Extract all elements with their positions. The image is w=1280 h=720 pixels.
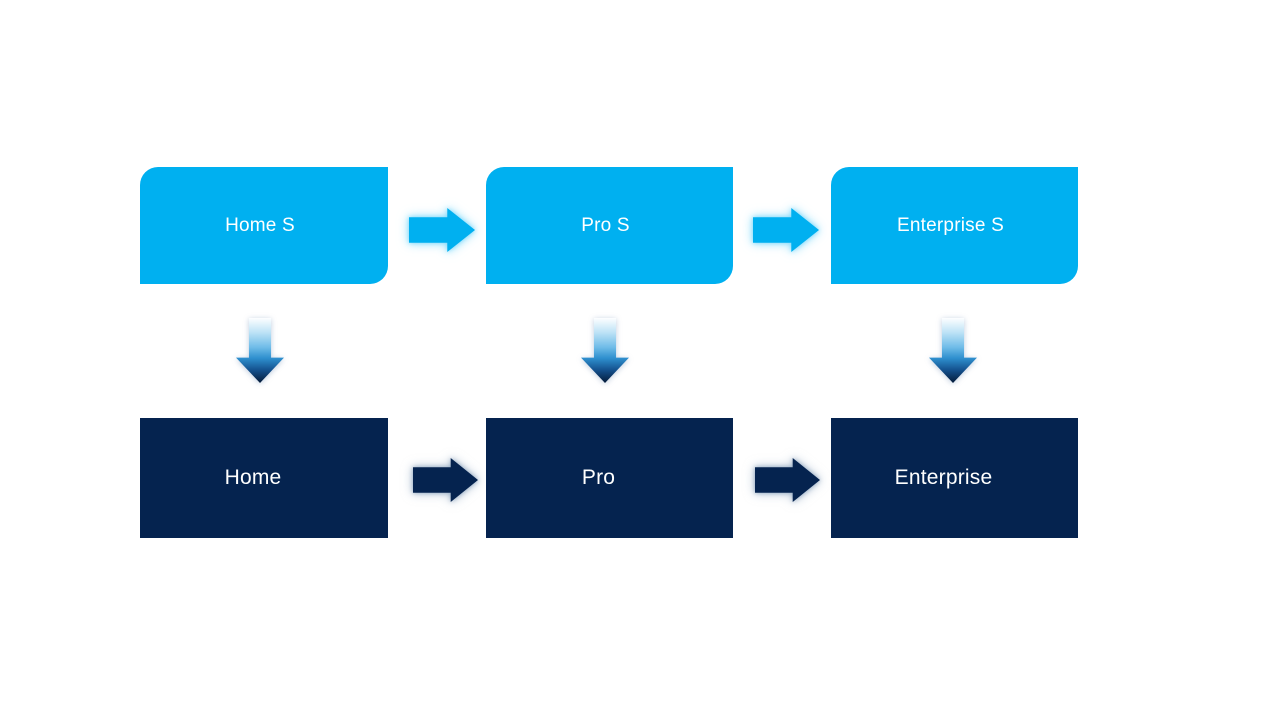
right-arrow-icon <box>753 208 819 252</box>
bottom-box-home-label: Home <box>224 466 282 489</box>
top-box-pro-s: Pro S <box>486 167 733 284</box>
bottom-box-enterprise: Enterprise <box>831 418 1078 538</box>
down-arrow-shape <box>236 318 284 383</box>
top-box-pro-s-label: Pro S <box>581 214 630 236</box>
down-arrow-icon <box>236 318 284 383</box>
right-arrow-icon <box>409 208 475 252</box>
top-box-enterprise-s-label: Enterprise S <box>897 214 1004 236</box>
bottom-box-home: Home <box>140 418 388 538</box>
right-arrow-icon <box>413 458 478 502</box>
right-arrow-shape <box>409 208 475 252</box>
bottom-box-enterprise-label: Enterprise <box>894 466 993 489</box>
right-arrow-shape <box>753 208 819 252</box>
down-arrow-shape <box>581 318 629 383</box>
bottom-box-pro-label: Pro <box>581 466 616 489</box>
right-arrow-shape <box>755 458 820 502</box>
right-arrow-icon <box>755 458 820 502</box>
bottom-box-pro: Pro <box>486 418 733 538</box>
down-arrow-icon <box>581 318 629 383</box>
top-box-enterprise-s: Enterprise S <box>831 167 1078 284</box>
down-arrow-icon <box>929 318 977 383</box>
top-box-home-s: Home S <box>140 167 388 284</box>
top-box-home-s-label: Home S <box>225 214 295 236</box>
down-arrow-shape <box>929 318 977 383</box>
right-arrow-shape <box>413 458 478 502</box>
